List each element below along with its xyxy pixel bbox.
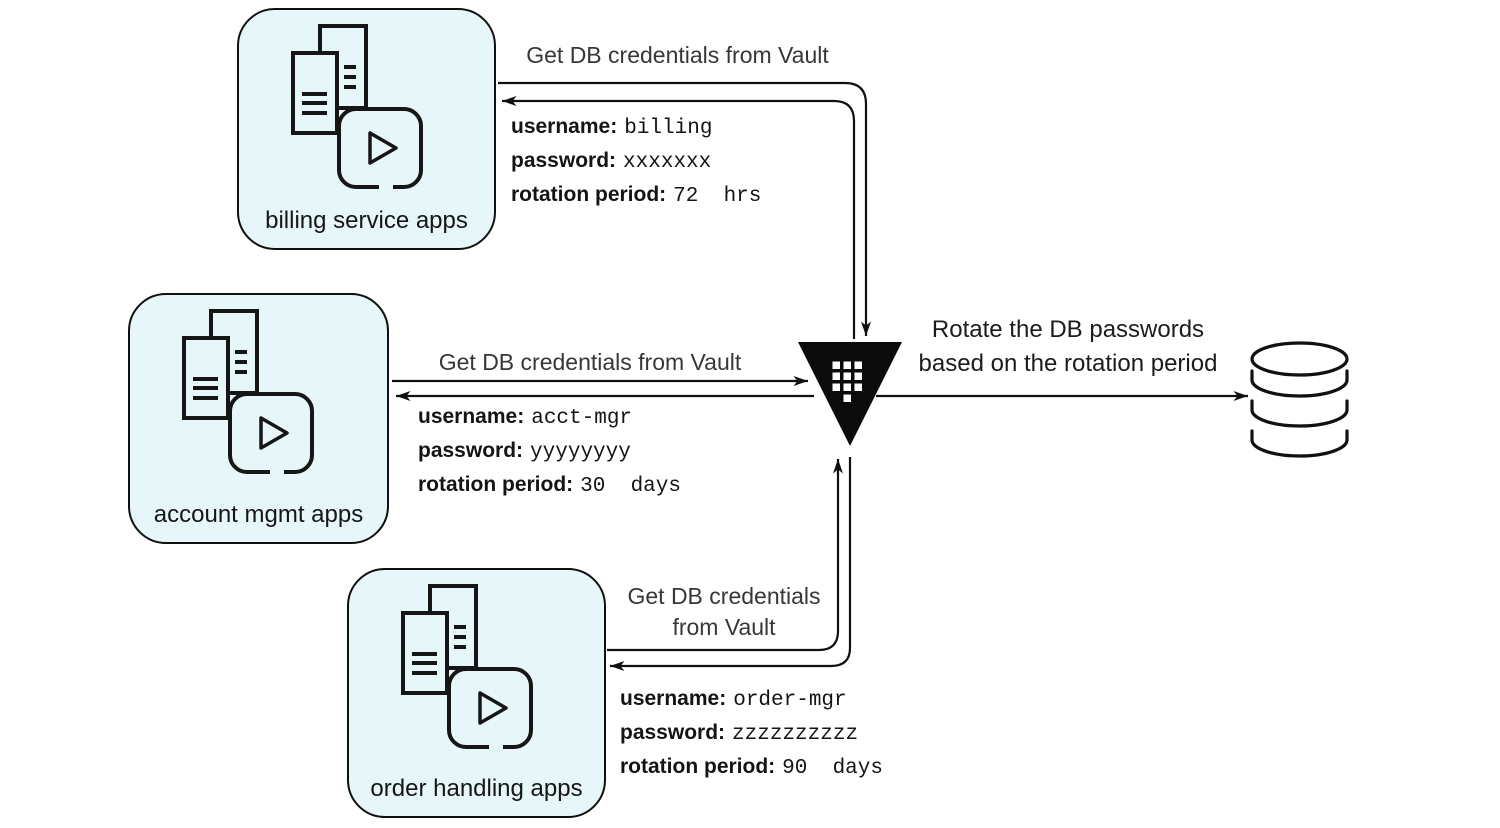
username-value: order-mgr	[733, 689, 847, 712]
credential-password-row: password: xxxxxxx	[511, 145, 761, 179]
request-label-line: from Vault	[672, 614, 776, 640]
username-value: acct-mgr	[531, 407, 633, 430]
credentials-billing: username: billing password: xxxxxxx rotati…	[511, 111, 761, 213]
password-label: password:	[511, 149, 617, 172]
vault-icon	[798, 342, 902, 446]
credential-username-row: username: billing	[511, 111, 761, 145]
credential-username-row: username: order-mgr	[620, 683, 883, 717]
play-icon	[368, 131, 398, 165]
apps-icon	[401, 584, 533, 750]
request-label-billing: Get DB credentials from Vault	[526, 42, 829, 68]
rotation-label: rotation period:	[620, 755, 776, 778]
play-icon	[478, 691, 508, 725]
password-value: xxxxxxx	[623, 151, 712, 174]
rotate-note-line: Rotate the DB passwords	[931, 316, 1205, 343]
request-label-order: Get DB credentials from Vault	[616, 581, 832, 643]
app-box-label: account mgmt apps	[153, 501, 364, 528]
username-label: username:	[511, 115, 618, 138]
app-box-order: order handling apps	[347, 568, 606, 818]
vault-grid-pattern	[832, 361, 862, 402]
database-icon	[1250, 341, 1349, 458]
credential-password-row: password: yyyyyyyy	[418, 435, 681, 469]
password-value: zzzzzzzzzz	[732, 723, 859, 746]
app-box-label: billing service apps	[265, 207, 468, 234]
request-label-account: Get DB credentials from Vault	[438, 349, 742, 375]
rotation-label: rotation period:	[418, 473, 574, 496]
rotation-value: 30 days	[580, 475, 681, 498]
credential-rotation-row: rotation period: 72 hrs	[511, 179, 761, 213]
credential-rotation-row: rotation period: 90 days	[620, 751, 883, 785]
username-label: username:	[620, 687, 727, 710]
apps-icon	[291, 24, 423, 190]
request-label-line: Get DB credentials	[627, 583, 821, 609]
credential-password-row: password: zzzzzzzzzz	[620, 717, 883, 751]
username-value: billing	[624, 117, 713, 140]
rotation-label: rotation period:	[511, 183, 667, 206]
apps-icon	[182, 309, 314, 475]
credentials-order: username: order-mgr password: zzzzzzzzzz r…	[620, 683, 883, 785]
app-box-label: order handling apps	[370, 775, 583, 802]
username-label: username:	[418, 405, 525, 428]
password-label: password:	[418, 439, 524, 462]
credentials-account: username: acct-mgr password: yyyyyyyy rota…	[418, 401, 681, 503]
rotation-value: 72 hrs	[673, 185, 762, 208]
rotate-note: Rotate the DB passwords based on the rot…	[899, 313, 1237, 381]
credential-rotation-row: rotation period: 30 days	[418, 469, 681, 503]
password-value: yyyyyyyy	[530, 441, 631, 464]
rotate-note-line: based on the rotation period	[918, 350, 1218, 377]
play-icon	[259, 416, 289, 450]
credential-username-row: username: acct-mgr	[418, 401, 681, 435]
app-box-account: account mgmt apps	[128, 293, 389, 544]
app-box-billing: billing service apps	[237, 8, 496, 250]
password-label: password:	[620, 721, 726, 744]
rotation-value: 90 days	[782, 757, 883, 780]
